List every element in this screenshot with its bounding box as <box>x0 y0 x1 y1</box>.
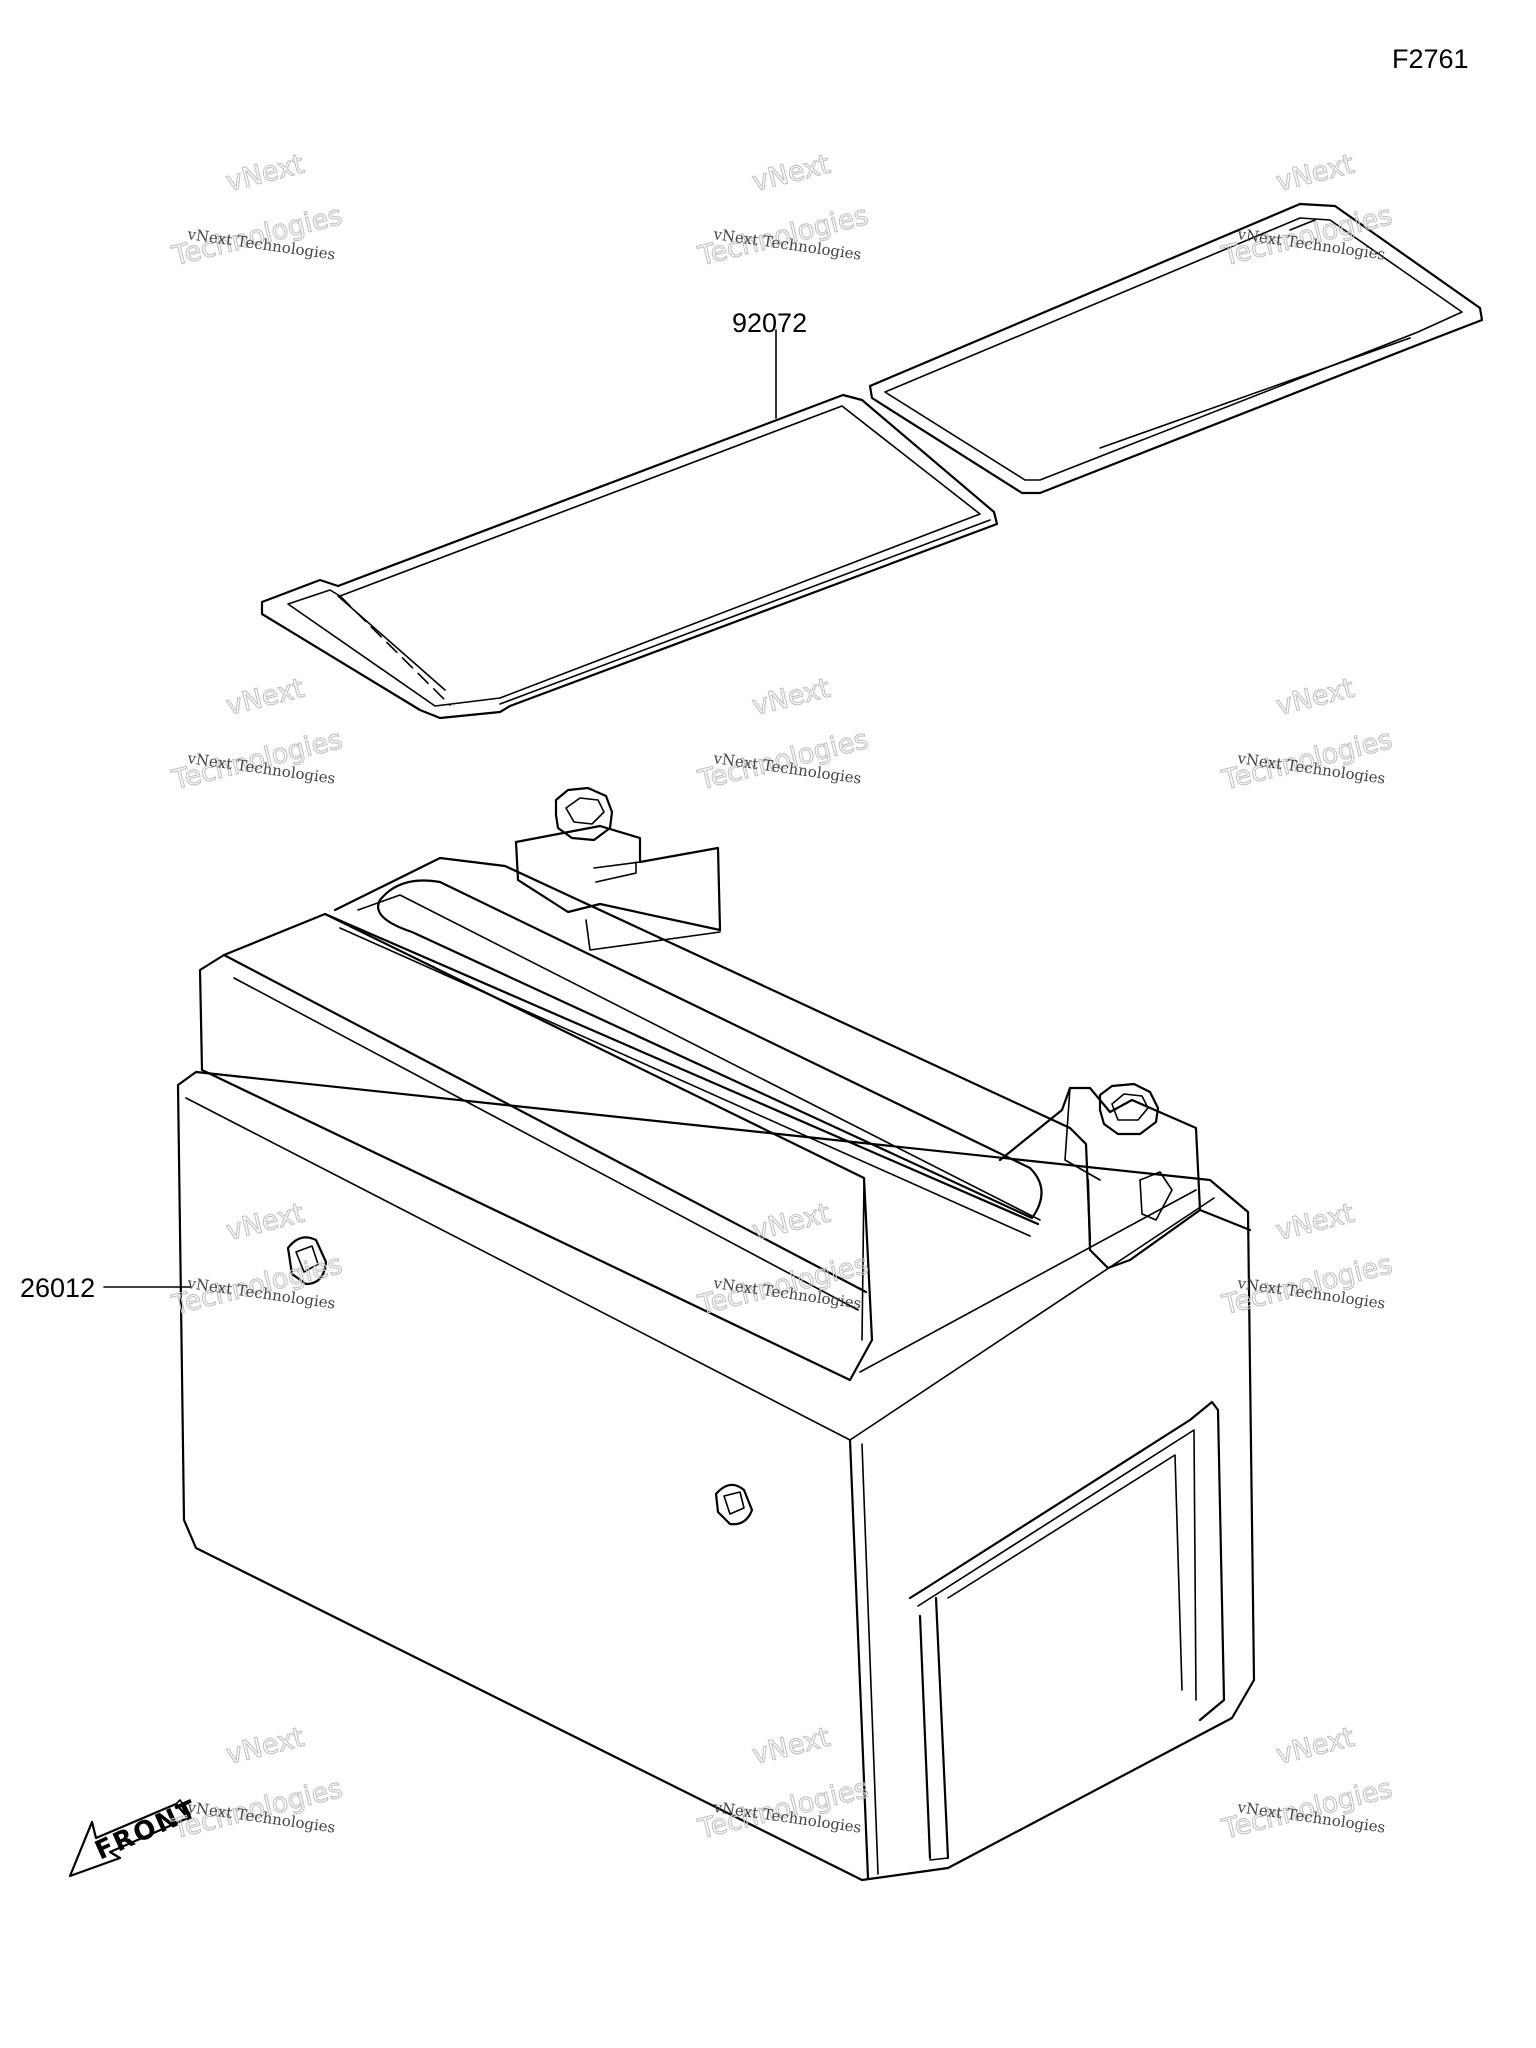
svg-text:vNext: vNext <box>749 1198 833 1247</box>
svg-text:vNext: vNext <box>223 149 307 198</box>
svg-text:vNext: vNext <box>1273 1722 1357 1771</box>
battery-drawing <box>103 786 1256 1882</box>
battery-pad-drawing <box>260 202 1484 720</box>
svg-text:vNext: vNext <box>1273 673 1357 722</box>
part-number-92072: 92072 <box>732 308 807 338</box>
svg-text:vNext: vNext <box>749 1722 833 1771</box>
svg-text:vNext: vNext <box>1273 1198 1357 1247</box>
figure-code: F2761 <box>1392 44 1469 74</box>
svg-text:vNext: vNext <box>749 149 833 198</box>
svg-text:vNext: vNext <box>1273 149 1357 198</box>
svg-text:vNext: vNext <box>223 1722 307 1771</box>
part-number-26012: 26012 <box>20 1273 95 1303</box>
svg-text:vNext: vNext <box>749 673 833 722</box>
svg-text:vNext: vNext <box>223 1198 307 1247</box>
svg-text:vNext: vNext <box>223 673 307 722</box>
